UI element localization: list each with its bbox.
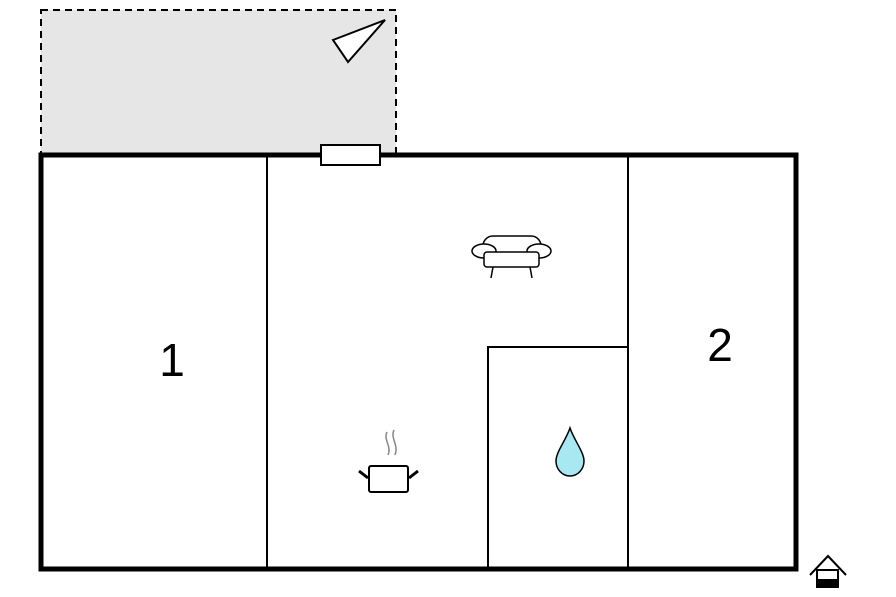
- wall-bathroom: [487, 346, 628, 569]
- water-drop-icon: [555, 425, 585, 477]
- room-label-2: 2: [707, 319, 733, 371]
- triangle-flag-icon: [331, 19, 386, 64]
- sofa-icon: [471, 235, 552, 279]
- terrace-area: [40, 9, 397, 156]
- outer-walls: [38, 152, 799, 572]
- cooking-pot-icon: [358, 429, 419, 493]
- house-entrance-icon: [809, 554, 847, 588]
- room-label-1: 1: [159, 334, 185, 386]
- window-icon: [320, 144, 381, 166]
